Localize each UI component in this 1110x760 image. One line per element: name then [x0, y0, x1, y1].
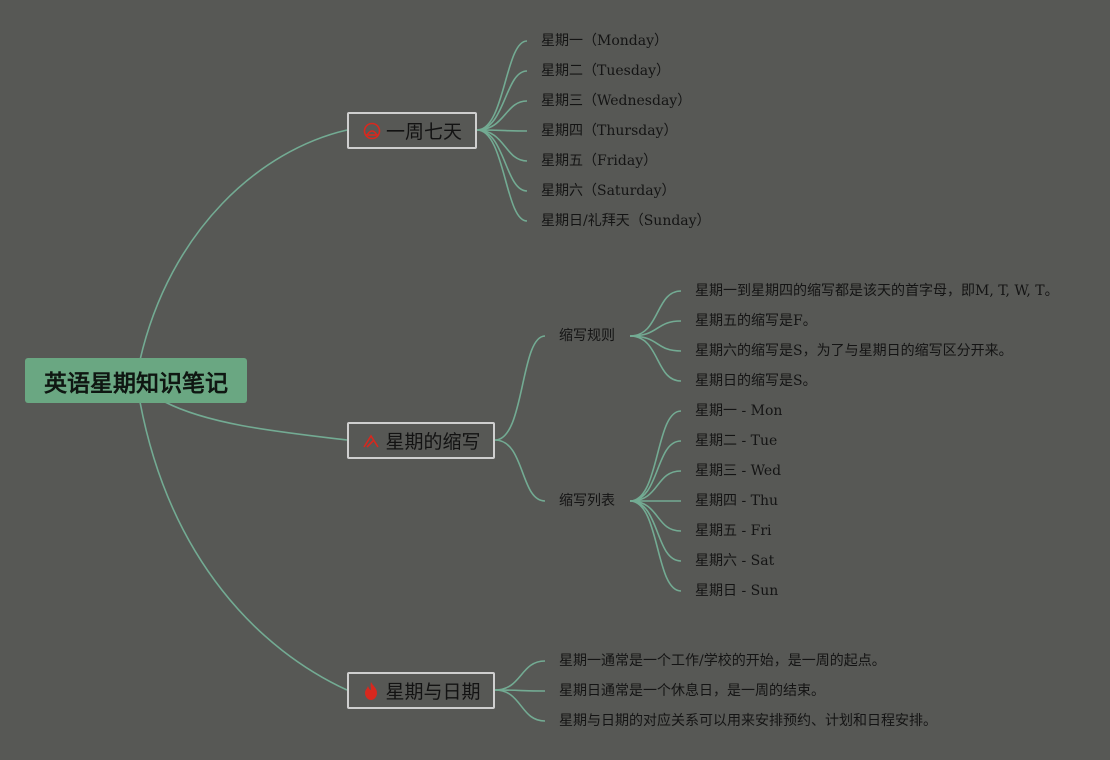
leaf-topic[interactable]: 星期二 - Tue: [695, 433, 778, 449]
link-s2-leaf-1: [629, 410, 682, 502]
leaf-topic[interactable]: 星期日/礼拜天（Sunday）: [541, 213, 711, 229]
link-b3-leaf-1: [494, 660, 546, 691]
link-s2-leaf-7: [629, 500, 682, 592]
leaf-topic[interactable]: 星期三 - Wed: [695, 463, 782, 479]
flame-icon: [361, 681, 381, 701]
link-s1-leaf-1: [629, 290, 682, 337]
link-b2-sub-1: [494, 335, 546, 441]
leaf-topic[interactable]: 星期与日期的对应关系可以用来安排预约、计划和日程安排。: [559, 713, 937, 729]
leaf-topic[interactable]: 星期一到星期四的缩写都是该天的首字母，即M, T, W, T。: [695, 283, 1059, 299]
branch-node-label: 星期的缩写: [385, 431, 481, 453]
subtopic-abbreviation-list[interactable]: 缩写列表: [559, 493, 615, 509]
branch-node-week-and-date[interactable]: 星期与日期: [347, 672, 495, 709]
branch-node-label: 星期与日期: [385, 681, 481, 703]
link-b1-leaf-2: [476, 70, 528, 131]
leaf-topic[interactable]: 星期六的缩写是S，为了与星期日的缩写区分开来。: [695, 343, 1013, 359]
leaf-topic[interactable]: 星期五（Friday）: [541, 153, 658, 169]
leaf-topic[interactable]: 星期四（Thursday）: [541, 123, 678, 139]
root-node-label: 英语星期知识笔记: [44, 370, 228, 397]
leaf-topic[interactable]: 星期日的缩写是S。: [695, 373, 817, 389]
link-b1-leaf-3: [476, 100, 528, 131]
link-b2-sub-2: [494, 439, 546, 502]
link-s1-leaf-3: [629, 335, 682, 352]
link-b1-leaf-7: [476, 129, 528, 222]
link-s2-leaf-2: [629, 440, 682, 502]
leaf-topic[interactable]: 星期六 - Sat: [695, 553, 775, 569]
leaf-topic[interactable]: 星期四 - Thu: [695, 493, 779, 509]
leaf-topic[interactable]: 星期五的缩写是F。: [695, 313, 817, 329]
leaf-topic[interactable]: 星期三（Wednesday）: [541, 93, 692, 109]
link-b1-leaf-1: [476, 40, 528, 131]
root-node[interactable]: 英语星期知识笔记: [25, 358, 247, 403]
leaf-topic[interactable]: 星期五 - Fri: [695, 523, 772, 539]
branch-node-week-days[interactable]: 一周七天: [347, 112, 477, 149]
link-b1-leaf-6: [476, 129, 528, 192]
link-b3-leaf-3: [494, 689, 546, 722]
branch-node-abbreviations[interactable]: 星期的缩写: [347, 422, 495, 459]
leaf-topic[interactable]: 星期日 - Sun: [695, 583, 779, 599]
leaf-topic[interactable]: 星期一通常是一个工作/学校的开始，是一周的起点。: [559, 653, 886, 669]
link-root-to-branch-2: [164, 401, 348, 441]
leaf-topic[interactable]: 星期一（Monday）: [541, 33, 668, 49]
subtopic-abbreviation-rules[interactable]: 缩写规则: [559, 328, 615, 344]
link-s1-leaf-2: [629, 320, 682, 337]
link-root-to-branch-1: [139, 129, 348, 361]
link-s1-leaf-4: [629, 335, 682, 382]
link-s2-leaf-3: [629, 470, 682, 502]
leaf-topic[interactable]: 星期一 - Mon: [695, 403, 783, 419]
leaf-topic[interactable]: 星期二（Tuesday）: [541, 63, 671, 79]
leaf-topic[interactable]: 星期六（Saturday）: [541, 183, 676, 199]
branch-node-label: 一周七天: [385, 121, 462, 143]
leaf-topic[interactable]: 星期日通常是一个休息日，是一周的结束。: [559, 683, 825, 699]
link-root-to-branch-3: [139, 401, 348, 691]
link-s2-leaf-6: [629, 500, 682, 562]
sun-icon: [362, 121, 382, 141]
pen-icon: [361, 431, 381, 451]
